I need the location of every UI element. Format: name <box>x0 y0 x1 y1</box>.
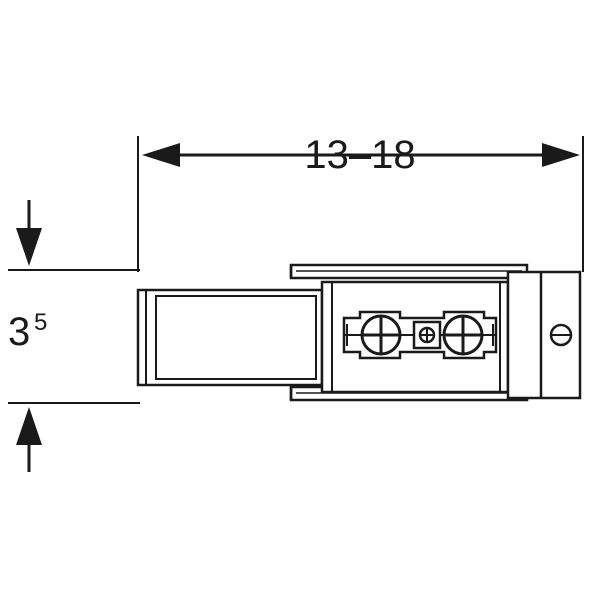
width-dimension: 13–18 <box>137 133 584 272</box>
width-arrow-right <box>542 143 580 167</box>
upper-rail <box>289 263 529 280</box>
right-end-cap <box>506 270 582 400</box>
left-body-inner-face <box>155 295 317 380</box>
left-body-outline <box>136 288 324 387</box>
width-arrow-left <box>142 143 180 167</box>
height-arrow-top <box>16 228 42 266</box>
height-dimension-superscript: 5 <box>34 309 47 336</box>
right-end-cap-corner-bottom <box>572 387 581 399</box>
right-end-screw <box>549 323 573 347</box>
screw-left <box>360 314 402 356</box>
right-end-cap-corner-top <box>572 271 581 283</box>
height-dimension: 3 5 <box>8 200 140 472</box>
height-dimension-label: 3 <box>8 310 30 354</box>
height-arrow-bottom <box>16 407 42 445</box>
center-bracket <box>342 310 498 360</box>
screw-right <box>442 314 484 356</box>
screw-center <box>412 320 442 350</box>
left-body-block <box>136 288 324 387</box>
product-assembly <box>136 263 582 402</box>
width-dimension-label: 13–18 <box>304 133 415 177</box>
